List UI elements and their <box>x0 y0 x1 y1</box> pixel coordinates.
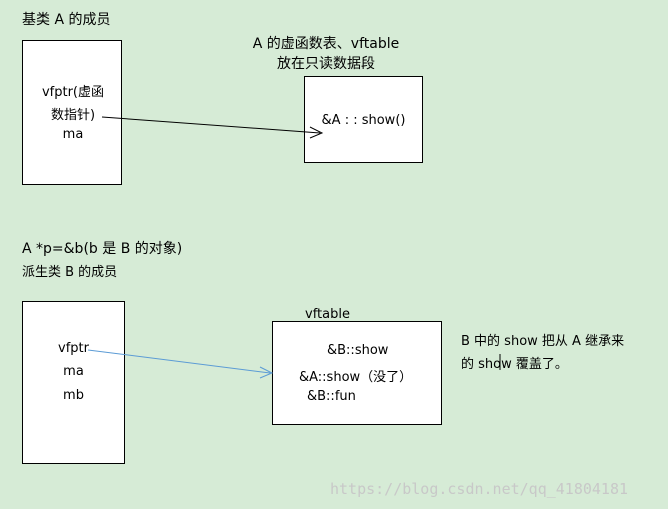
vtable-b-entry-b-fun: &B::fun <box>307 389 356 404</box>
override-note-line2: 的 show 覆盖了。 <box>461 357 568 372</box>
class-b-member-mb: mb <box>63 388 84 403</box>
class-a-memory-box: vfptr(虚函 数指针) ma <box>22 40 122 185</box>
class-a-member-ma: ma <box>62 127 84 142</box>
class-b-memory-box: vfptr ma mb <box>22 301 125 464</box>
class-b-member-ma: ma <box>63 364 84 379</box>
pointer-statement: A *p=&b(b 是 B 的对象) <box>22 241 183 257</box>
class-a-vfptr-line1: vfptr(虚函 <box>41 85 105 100</box>
override-note-line1: B 中的 show 把从 A 继承来 <box>461 334 625 349</box>
vtable-b-entry-b-show: &B::show <box>327 343 389 358</box>
class-b-vfptr: vfptr <box>58 341 89 356</box>
vtable-a-entry-show: &A : : show() <box>321 113 406 128</box>
arrow-a-vfptr-to-vtable <box>101 116 324 139</box>
arrow-b-vfptr-to-vtable <box>87 349 274 379</box>
derived-class-title: 派生类 B 的成员 <box>22 265 118 280</box>
base-class-title: 基类 A 的成员 <box>22 12 111 28</box>
vtable-a-title-line1: A 的虚函数表、vftable <box>236 33 416 53</box>
vtable-b-title: vftable <box>305 307 350 322</box>
vtable-a-box: &A : : show() <box>304 76 423 163</box>
vtable-a-title-text: A 的虚函数表、vftable <box>252 36 400 52</box>
class-a-vfptr-line2: 数指针) <box>50 108 96 123</box>
vtable-a-title-line2: 放在只读数据段 <box>277 56 375 72</box>
watermark: https://blog.csdn.net/qq_41804181 <box>330 480 629 498</box>
vtable-b-entry-a-show: &A::show（没了） <box>299 370 413 385</box>
